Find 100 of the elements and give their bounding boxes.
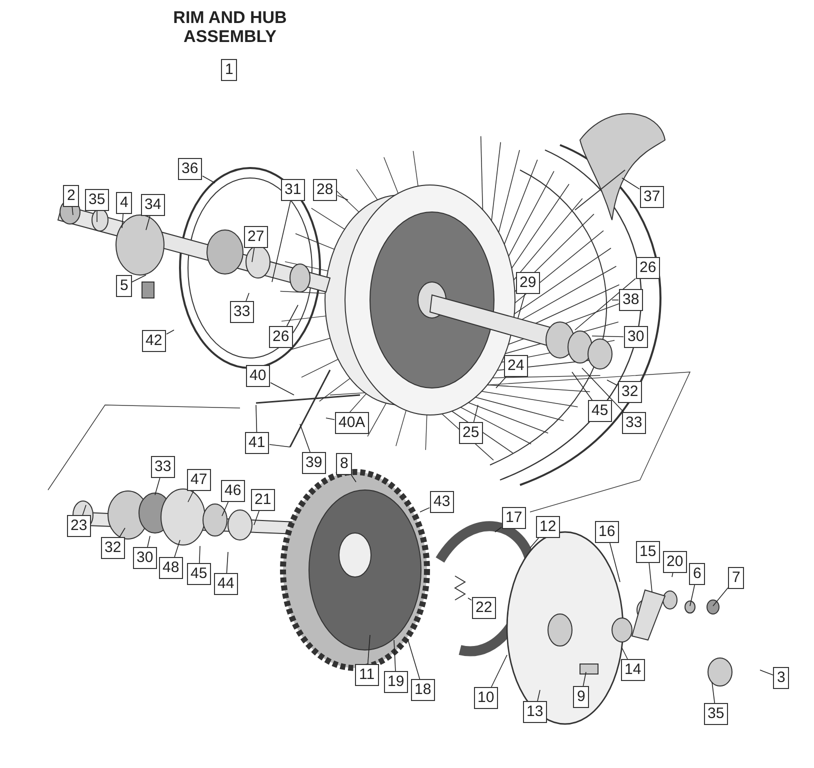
callout-number: 33 <box>150 456 176 478</box>
leader-line <box>202 176 216 184</box>
callout-number: 29 <box>516 272 540 294</box>
callout-number: 32 <box>618 381 642 403</box>
leader-line <box>622 648 628 660</box>
callout-number: 12 <box>536 516 560 538</box>
callout-number: 2 <box>63 185 80 207</box>
leader-line <box>119 528 126 538</box>
leader-line <box>582 368 624 412</box>
callout-number: 23 <box>66 515 92 537</box>
leader-line <box>690 584 695 606</box>
leader-line <box>252 248 255 262</box>
callout-number: 40A <box>334 412 370 434</box>
leader-line <box>494 526 502 532</box>
callout-number: 48 <box>158 557 184 579</box>
callout-number: 26 <box>636 257 660 279</box>
callout-number: 32 <box>100 537 126 559</box>
callout-number: 27 <box>244 226 268 248</box>
callout-number: 16 <box>594 521 620 543</box>
callout-number: 28 <box>312 179 338 201</box>
leader-line <box>82 504 86 516</box>
leader-line <box>606 380 618 386</box>
callout-number: 13 <box>522 701 548 723</box>
leader-line <box>166 330 174 335</box>
callout-number: 24 <box>504 355 528 377</box>
leader-line <box>572 372 592 400</box>
leader-line <box>254 510 260 526</box>
callout-number: 6 <box>689 563 706 585</box>
leader-line <box>132 274 146 282</box>
callout-number: 36 <box>178 158 202 180</box>
leader-line <box>272 200 291 282</box>
callout-number: 20 <box>662 551 688 573</box>
callout-number: 34 <box>140 194 166 216</box>
callout-number: 7 <box>728 567 744 589</box>
callout-number: 10 <box>474 687 498 709</box>
leader-line <box>326 418 335 420</box>
leader-line <box>609 542 620 582</box>
callout-number: 37 <box>640 186 664 208</box>
leader-line <box>592 336 624 338</box>
callout-number: 26 <box>268 326 294 348</box>
leader-line <box>712 682 716 704</box>
callout-number: 31 <box>280 179 306 201</box>
leader-line <box>496 376 506 388</box>
callout-number: 35 <box>704 703 728 725</box>
leader-line <box>286 304 298 326</box>
leader-line <box>420 507 430 512</box>
leader-line <box>408 640 420 680</box>
leader-line <box>337 195 348 200</box>
leader-line <box>300 424 310 452</box>
callout-number: 21 <box>250 489 276 511</box>
callout-number: 43 <box>430 491 454 513</box>
leader-line <box>269 444 290 448</box>
callout-number: 17 <box>502 507 526 529</box>
callout-number: 5 <box>116 275 132 297</box>
leader-line <box>222 502 229 516</box>
leader-line <box>490 654 508 688</box>
leader-line <box>394 640 396 672</box>
callout-number: 33 <box>230 301 254 323</box>
callout-number: 46 <box>220 480 246 502</box>
callout-number: 4 <box>116 192 132 214</box>
callout-number: 19 <box>384 671 408 693</box>
leader-line <box>712 587 728 606</box>
diagram-title: RIM AND HUB ASSEMBLY <box>172 8 288 46</box>
leader-line <box>574 278 636 330</box>
leader-line <box>72 206 74 216</box>
callout-number: 41 <box>244 432 270 454</box>
callout-number: 39 <box>302 452 326 474</box>
callout-number: 44 <box>214 573 238 595</box>
leader-line <box>96 210 98 222</box>
leader-line <box>256 404 258 432</box>
leader-line <box>154 478 160 496</box>
callout-number: 45 <box>186 563 212 585</box>
callout-number: 1 <box>221 59 238 81</box>
callout-number: 40 <box>246 365 270 387</box>
leader-line <box>468 598 472 601</box>
callout-number: 25 <box>458 422 484 444</box>
leader-line <box>648 562 652 592</box>
callout-number: 22 <box>472 597 496 619</box>
leader-line <box>518 294 526 318</box>
callout-number: 42 <box>142 330 166 352</box>
leader-line <box>246 292 250 302</box>
leader-line <box>530 538 539 548</box>
leader-line <box>582 672 586 686</box>
leader-line <box>350 474 356 482</box>
leader-line <box>367 634 370 664</box>
leader-line <box>473 404 478 422</box>
callout-number: 30 <box>624 326 648 348</box>
leader-line <box>199 546 200 564</box>
callout-number: 9 <box>573 686 590 708</box>
callout-number: 8 <box>336 453 352 475</box>
callout-number: 14 <box>620 659 646 681</box>
callout-number: 33 <box>622 412 646 434</box>
leader-line <box>147 536 150 548</box>
callout-number: 15 <box>636 541 660 563</box>
leader-line <box>174 540 180 558</box>
callout-number: 47 <box>186 469 212 491</box>
leader-line <box>672 572 674 578</box>
leader-line <box>760 670 774 676</box>
leader-line <box>122 214 124 228</box>
callout-number: 3 <box>773 667 790 689</box>
